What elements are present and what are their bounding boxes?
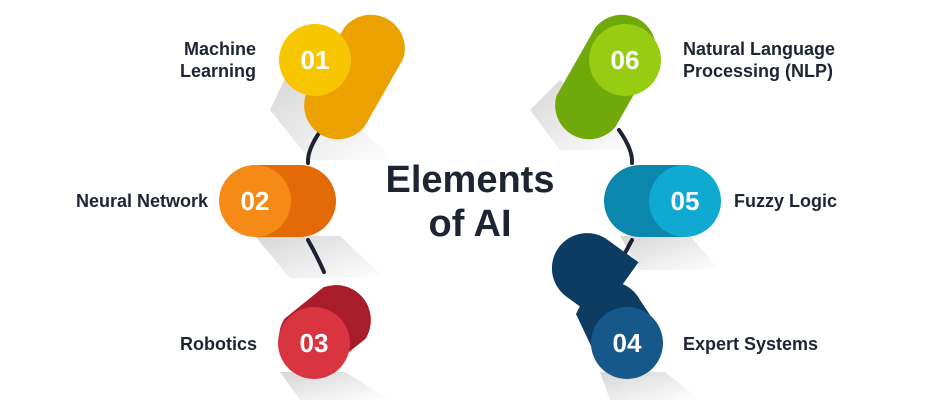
element-number-03: 03 — [300, 328, 329, 358]
cylinder-shadow-04 — [600, 372, 700, 400]
cylinder-front-01 — [279, 24, 351, 96]
element-number-05: 05 — [671, 186, 700, 216]
element-label-01: Machine Learning — [179, 39, 256, 81]
element-cylinder-01: 01 — [270, 14, 405, 160]
element-cylinder-05: 05 — [604, 165, 721, 270]
element-number-06: 06 — [611, 45, 640, 75]
element-cylinder-02: 02 — [219, 165, 385, 278]
diagram-title-line2: of AI — [428, 203, 512, 245]
element-cylinder-06: 06 — [530, 14, 661, 150]
cylinder-front-06 — [589, 24, 661, 96]
element-label-06: Natural Language Processing (NLP) — [683, 39, 836, 81]
cylinder-front-04 — [591, 307, 663, 379]
element-label-02: Neural Network — [75, 191, 208, 211]
element-cylinder-03: 03 — [278, 285, 390, 400]
element-label-05: Fuzzy Logic — [734, 191, 837, 211]
diagram-title: Elements of AI — [370, 158, 570, 246]
element-number-04: 04 — [613, 328, 642, 358]
cylinder-shadow-02 — [255, 236, 385, 278]
cylinder-shadow-05 — [620, 236, 720, 270]
element-number-02: 02 — [241, 186, 270, 216]
cylinder-back-04 — [551, 233, 639, 320]
element-label-04: Expert Systems — [683, 334, 819, 354]
cylinder-shadow-03 — [280, 372, 390, 400]
element-label-03: Robotics — [179, 334, 257, 354]
element-number-01: 01 — [301, 45, 330, 75]
cylinder-front-03 — [278, 307, 350, 379]
cylinder-front-02 — [219, 165, 291, 237]
diagram-title-line1: Elements — [385, 159, 555, 201]
cylinder-back-01 — [304, 14, 405, 140]
cylinder-front-05 — [649, 165, 721, 237]
element-cylinder-04: 04 — [551, 233, 700, 400]
